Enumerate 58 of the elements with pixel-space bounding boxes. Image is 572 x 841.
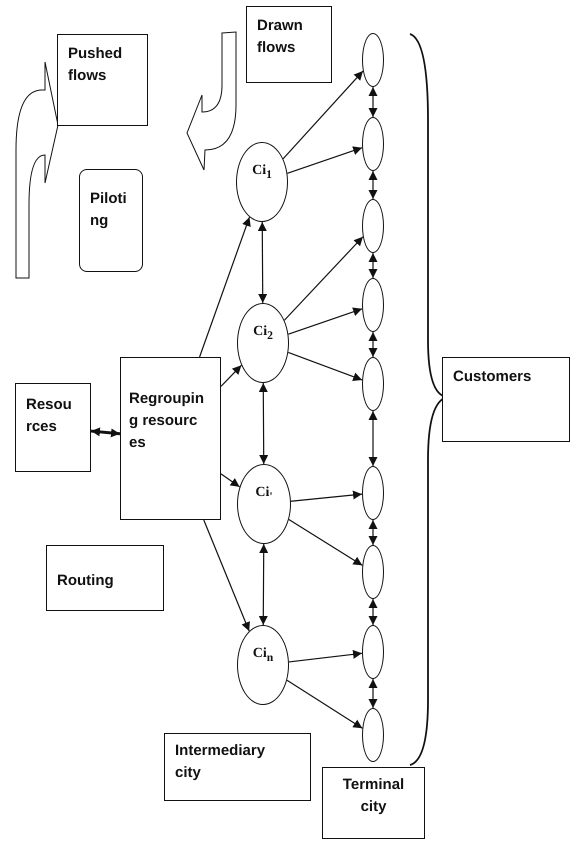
ellipse-node [362, 33, 384, 87]
node-label: Ci$_{n}$ [252, 646, 274, 665]
arrow [288, 352, 362, 382]
arrow [258, 544, 268, 625]
arrow [90, 427, 120, 438]
node-label: Customers [453, 367, 532, 387]
arrow [258, 383, 268, 464]
arrow [368, 411, 378, 466]
ellipse-node [237, 625, 289, 705]
arrow [286, 680, 363, 729]
node-label: Ci$_{'}$ [255, 485, 273, 504]
arrow [368, 171, 378, 199]
arrow [258, 222, 268, 303]
arrow [199, 216, 251, 358]
ellipse-node [362, 466, 384, 520]
node-label: Terminal city [342, 775, 406, 817]
process-box [322, 767, 425, 839]
ellipse-node [362, 199, 384, 253]
arrow [220, 364, 242, 387]
node-label: Routing [57, 571, 114, 591]
arrow [288, 650, 362, 663]
arrow [288, 307, 362, 335]
process-box [57, 34, 148, 126]
node-label: Intermediary city [175, 741, 266, 783]
arrow [368, 87, 378, 117]
process-box [442, 357, 570, 442]
ellipse-node [236, 142, 288, 222]
ellipse-node [362, 708, 384, 762]
process-box [246, 6, 332, 83]
arrow [368, 332, 378, 357]
arrow [368, 253, 378, 278]
ellipse-node [362, 625, 384, 679]
arrow [288, 519, 363, 566]
process-box [15, 383, 91, 472]
arrow [287, 146, 362, 174]
node-label: Resources [26, 395, 73, 437]
node-label: Ci$_{2}$ [253, 324, 273, 343]
arrow [220, 473, 240, 488]
rounded-box [79, 169, 143, 272]
ellipse-node [362, 117, 384, 171]
arrow [203, 520, 250, 632]
node-label: Regrouping resources [129, 389, 205, 452]
ellipse-node [362, 278, 384, 332]
ellipse-node [362, 545, 384, 599]
arrow [368, 679, 378, 708]
node-label: Pushed flows [68, 44, 124, 86]
arrow [368, 599, 378, 625]
arrow [368, 520, 378, 545]
ellipse-node [362, 357, 384, 411]
arrow [290, 490, 362, 502]
arrow [284, 236, 364, 321]
node-label: Drawn flows [257, 16, 304, 58]
node-label: Ci$_{1}$ [252, 163, 272, 182]
node-label: Piloting [90, 189, 128, 231]
arrow [282, 70, 364, 160]
process-box [120, 357, 221, 520]
process-box [46, 545, 164, 611]
process-box [164, 733, 311, 801]
